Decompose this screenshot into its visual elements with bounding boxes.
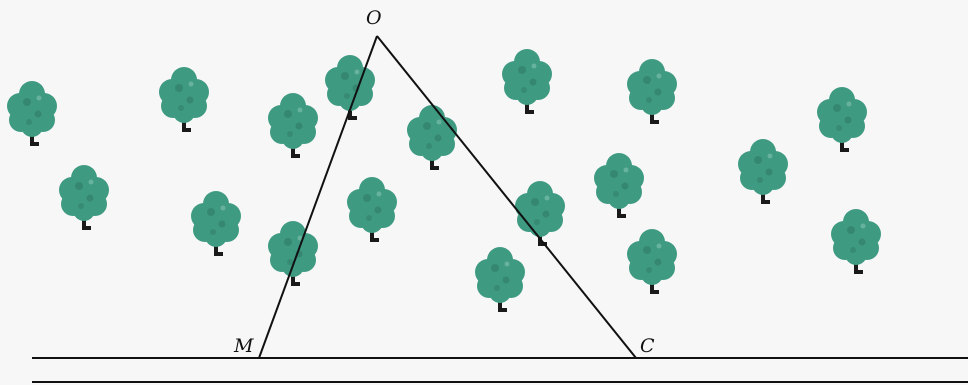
tree-icon <box>817 87 867 152</box>
tree-icon <box>627 59 677 124</box>
tree-icon <box>7 81 57 146</box>
tree-icon <box>594 153 644 218</box>
tree-icon <box>831 209 881 274</box>
tree-icon <box>268 93 318 158</box>
tree-icon <box>59 165 109 230</box>
tree-icon <box>475 247 525 312</box>
tree-icon <box>347 177 397 242</box>
tree-icon <box>515 181 565 246</box>
tree-icon <box>502 49 552 114</box>
tree-icon <box>268 221 318 286</box>
label-O: O <box>366 7 382 29</box>
tree-icon <box>191 191 241 256</box>
side-OM <box>258 35 378 359</box>
tree-icon <box>407 105 457 170</box>
tree-icon <box>738 139 788 204</box>
label-C: C <box>640 335 655 357</box>
trees-group <box>7 49 881 312</box>
tree-icon <box>627 229 677 294</box>
tree-icon <box>159 67 209 132</box>
side-OC <box>376 35 637 359</box>
label-M: M <box>233 335 254 357</box>
